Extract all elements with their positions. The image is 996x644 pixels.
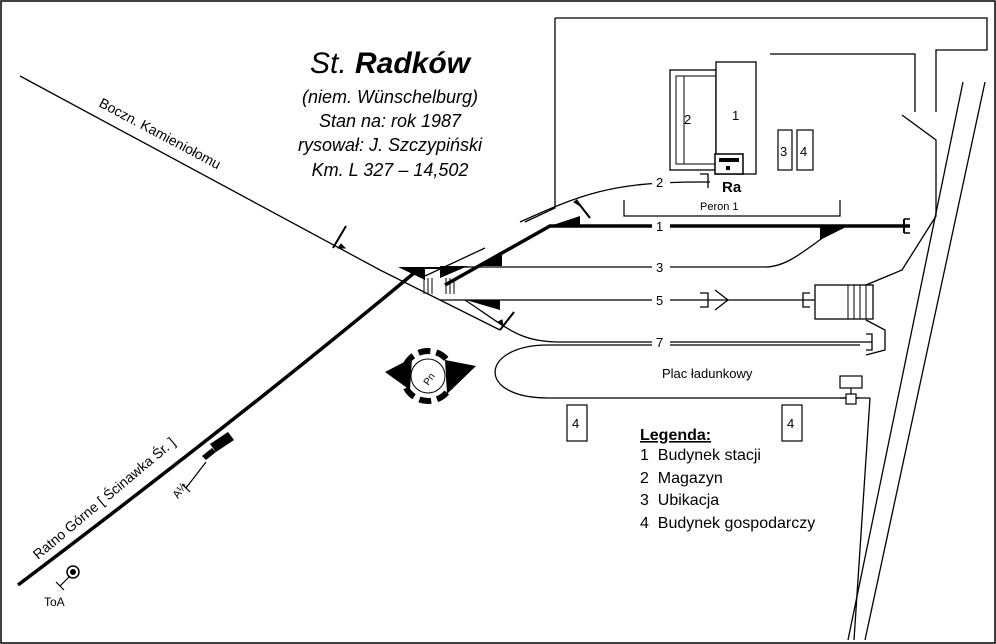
building-1-label: 1: [732, 108, 739, 123]
legend-item: 2 Magazyn: [640, 470, 723, 487]
station-code: Ra: [722, 179, 742, 196]
quarry-siding-track: [19, 75, 381, 271]
building-3-label: 3: [780, 144, 787, 159]
loading-yard-label: Plac ładunkowy: [662, 366, 753, 381]
title-km: Km. L 327 – 14,502: [312, 160, 469, 180]
title-german-name: (niem. Wünschelburg): [302, 87, 478, 107]
signal-toa: ToA: [44, 565, 80, 609]
legend-title: Legenda:: [640, 427, 711, 444]
compass-rose: Pn: [385, 348, 476, 404]
building-utility-1: [796, 129, 814, 171]
building-warehouse: 2: [669, 69, 717, 171]
title-prefix: St.: [310, 47, 347, 80]
building-4a-label: 4: [800, 144, 807, 159]
building-2-label: 2: [684, 112, 691, 127]
loading-gauge: [839, 375, 871, 641]
title-author: rysował: J. Szczypiński: [298, 135, 483, 155]
page-title: St. Radków: [310, 47, 472, 80]
compass-west-arrow: [385, 358, 412, 390]
track-2: [519, 181, 710, 223]
main-line-track: [16, 266, 422, 587]
title-name: Radków: [355, 47, 472, 80]
track-1-label: 1: [656, 219, 663, 234]
loading-ramp: [814, 284, 874, 320]
platform-outline: [623, 200, 841, 217]
building-4b-label: 4: [572, 416, 579, 431]
track-7: [464, 299, 872, 343]
platform-label: Peron 1: [700, 201, 739, 213]
track-2-label: 2: [656, 175, 663, 190]
building-utility-3: [781, 404, 803, 442]
track-7-label: 7: [656, 335, 663, 350]
building-utility-2: [566, 404, 588, 442]
signal-toa-label: ToA: [44, 595, 65, 609]
compass-east-arrow: [445, 360, 476, 394]
legend-item: 3 Ubikacja: [640, 492, 719, 509]
crossing-hatch: [423, 278, 455, 294]
track-labels: 1 2 3 5 7: [652, 174, 670, 350]
legend-item: 4 Budynek gospodarczy: [640, 515, 815, 532]
signal-box: [714, 153, 744, 175]
building-4c-label: 4: [787, 416, 794, 431]
title-block: St. Radków (niem. Wünschelburg) Stan na:…: [298, 47, 483, 180]
track-3-label: 3: [656, 260, 663, 275]
building-toilet: [777, 129, 793, 171]
title-state: Stan na: rok 1987: [319, 111, 462, 131]
loading-yard-outline: [494, 344, 860, 399]
legend: Legenda: 1 Budynek stacji 2 Magazyn 3 Ub…: [640, 427, 815, 532]
switch-markers: [398, 216, 848, 310]
building-station: 1 Ra: [714, 61, 757, 196]
legend-item: 1 Budynek stacji: [640, 447, 761, 464]
boundary-lines: [524, 17, 988, 641]
track-5-label: 5: [656, 293, 663, 308]
